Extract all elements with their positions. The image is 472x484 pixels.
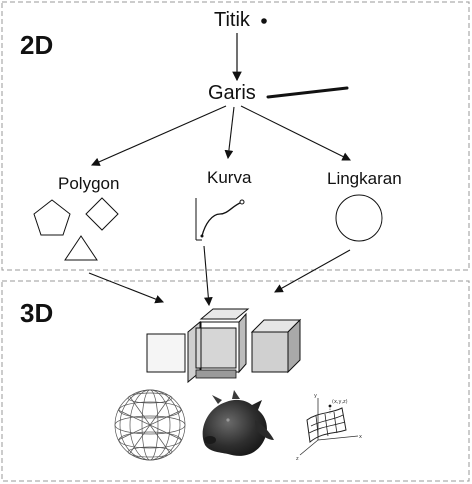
triangle-icon xyxy=(64,235,98,261)
cube-icon xyxy=(250,318,302,374)
sphere-wireframe-icon xyxy=(114,389,186,461)
point-dot-icon xyxy=(261,18,267,24)
arrow-garis-lingkaran xyxy=(240,105,351,161)
section-label-3d: 3D xyxy=(20,298,53,328)
arrow-kurva-3d xyxy=(203,245,213,307)
curve-icon xyxy=(195,198,245,241)
arrow-lingkaran-3d xyxy=(274,249,351,293)
circle-icon xyxy=(335,194,383,242)
surface-axis-y: y xyxy=(314,393,317,399)
frame-2d xyxy=(1,1,470,271)
arrow-garis-polygon xyxy=(90,105,227,166)
cow-model-icon xyxy=(202,390,274,456)
section-label-2d: 2D xyxy=(20,30,53,60)
arrow-garis-kurva xyxy=(224,106,235,160)
node-polygon: Polygon xyxy=(58,174,119,193)
line-stroke-icon xyxy=(266,86,349,99)
arrow-polygon-3d xyxy=(88,272,165,304)
frame-3d xyxy=(1,280,470,482)
node-kurva: Kurva xyxy=(207,168,252,187)
surface-point-label: (x,y,z) xyxy=(332,399,348,405)
pentagon-icon xyxy=(33,199,71,236)
node-garis: Garis xyxy=(208,82,256,104)
surface-axis-z: z xyxy=(296,456,299,462)
node-titik: Titik xyxy=(214,9,251,31)
cube-exploded-icon xyxy=(187,308,250,384)
surface-patch-icon: y x z (x,y,z) xyxy=(296,393,362,462)
node-lingkaran: Lingkaran xyxy=(327,169,402,188)
diamond-icon xyxy=(85,197,119,231)
surface-axis-x: x xyxy=(359,434,362,440)
cube-flat-faces xyxy=(146,333,186,373)
